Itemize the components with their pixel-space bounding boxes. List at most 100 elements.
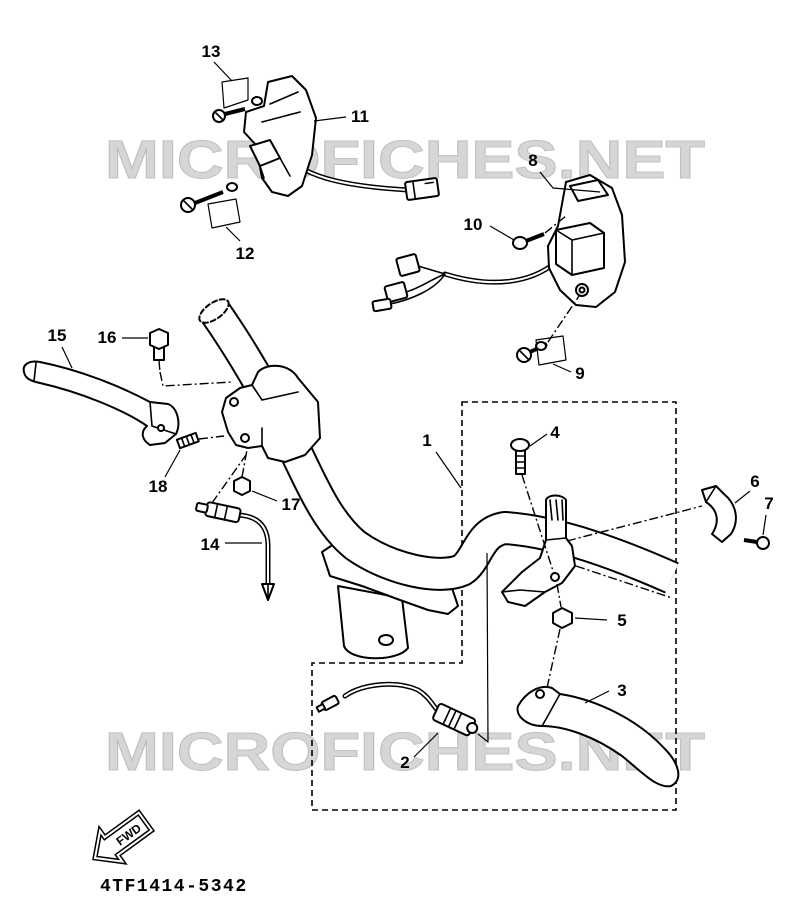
callout-8: 8 bbox=[528, 151, 537, 170]
callout-13: 13 bbox=[202, 42, 221, 61]
part-11-connector-detail bbox=[412, 180, 434, 200]
part-8-connector-a-body bbox=[395, 253, 421, 277]
leader-15 bbox=[61, 346, 73, 369]
callout-16: 16 bbox=[98, 328, 117, 347]
callout-5: 5 bbox=[617, 611, 626, 630]
leader-10 bbox=[489, 225, 515, 241]
part-16-bolt-thread bbox=[158, 360, 161, 373]
callout-2: 2 bbox=[400, 753, 409, 772]
leader-3 bbox=[584, 690, 610, 704]
callout-3: 3 bbox=[617, 681, 626, 700]
assembly-line-18 bbox=[198, 435, 225, 440]
part-3-pivot-hole bbox=[535, 689, 545, 699]
fwd-arrow-inner-line bbox=[93, 811, 154, 863]
part-16-bolt-head bbox=[149, 328, 169, 350]
right-lever-bracket bbox=[501, 494, 576, 607]
part-11-connector bbox=[404, 177, 440, 201]
part-7-screw-shank bbox=[743, 538, 758, 544]
callout-10: 10 bbox=[464, 215, 483, 234]
callout-13-bracket bbox=[221, 77, 249, 109]
stem-hole bbox=[378, 634, 394, 646]
watermark-top: MICROFICHES.NET bbox=[105, 130, 705, 190]
callout-12: 12 bbox=[236, 244, 255, 263]
left-housing-body bbox=[221, 364, 321, 463]
part-11-switch-assembly bbox=[243, 75, 440, 201]
assembly-line-6 bbox=[566, 505, 703, 542]
part-8-wire-branches bbox=[389, 265, 446, 305]
part-15-lever-body bbox=[22, 360, 180, 446]
part-8-connector-a bbox=[395, 253, 421, 277]
leader-7 bbox=[762, 514, 767, 536]
part-17-nut bbox=[233, 476, 251, 496]
part-12-screw-shank bbox=[194, 190, 224, 205]
assembly-line-16 bbox=[159, 371, 233, 387]
assembly-line-17 bbox=[241, 449, 248, 478]
part-8-connector-b-body bbox=[383, 281, 409, 303]
part-15-lever-detail bbox=[33, 362, 177, 435]
part-8-switch-assembly bbox=[371, 174, 626, 313]
leader-13 bbox=[213, 61, 233, 82]
callout-11: 11 bbox=[351, 107, 369, 126]
part-13-screw-slot bbox=[215, 112, 223, 120]
assembly-line-4 bbox=[521, 474, 555, 575]
part-6-clamp-edge bbox=[705, 485, 732, 543]
part-11-connector-body bbox=[404, 177, 440, 201]
part-15-lever bbox=[22, 360, 180, 446]
leader-1 bbox=[435, 451, 462, 489]
callout-14: 14 bbox=[201, 535, 220, 554]
callout-numbers: 1 2 3 4 5 6 7 8 9 10 11 12 13 14 15 16 1… bbox=[48, 42, 774, 772]
leader-4 bbox=[529, 433, 548, 447]
right-bracket-pivot bbox=[550, 572, 560, 582]
part-14-switch-case bbox=[204, 501, 242, 524]
part-14-switch-detail bbox=[213, 503, 229, 521]
diagram-code: 4TF1414-5342 bbox=[100, 877, 248, 897]
part-14-wire bbox=[235, 512, 271, 587]
part-8-switch-block-edges bbox=[555, 229, 605, 276]
callout-6: 6 bbox=[750, 472, 759, 491]
left-housing-detail bbox=[251, 384, 299, 447]
part-10-screw-head bbox=[512, 236, 528, 250]
part-13-washer bbox=[251, 96, 263, 106]
part-4-bolt-head bbox=[510, 438, 530, 452]
callout-4: 4 bbox=[550, 423, 560, 442]
right-bracket-detail bbox=[501, 499, 567, 593]
part-2-connector-tip bbox=[315, 703, 327, 713]
part-2-switch-plunger bbox=[466, 722, 479, 735]
part-7-screw-head bbox=[756, 536, 770, 550]
leader-12 bbox=[225, 226, 241, 242]
part-12-washer bbox=[226, 182, 238, 192]
callout-7: 7 bbox=[764, 494, 773, 513]
part-3-lever-detail bbox=[541, 693, 561, 727]
left-housing-hole-lower bbox=[240, 433, 250, 443]
part-10-screw-shank bbox=[525, 232, 545, 243]
part-13-screw bbox=[212, 96, 263, 123]
part-2-switch-body bbox=[432, 702, 479, 737]
part-16-bolt bbox=[149, 328, 169, 373]
assembly-line-14 bbox=[211, 454, 247, 504]
left-lever-housing bbox=[221, 364, 321, 463]
assembly-lines bbox=[159, 215, 703, 743]
assembly-line-3 bbox=[546, 628, 561, 689]
leader-8 bbox=[539, 171, 601, 193]
left-housing-hole-upper bbox=[229, 397, 239, 407]
callout-17: 17 bbox=[282, 495, 301, 514]
handlebar-end-cap-dashed bbox=[198, 298, 230, 324]
assembly-line-5 bbox=[556, 583, 562, 608]
part-14-switch-plunger bbox=[195, 502, 209, 514]
part-9-screw-slot bbox=[519, 350, 529, 360]
part-5-nut bbox=[552, 607, 573, 629]
callout-18: 18 bbox=[149, 477, 168, 496]
part-8-connector-b bbox=[383, 281, 409, 303]
part-18-screw-thread bbox=[180, 433, 195, 448]
assembly-line-10 bbox=[544, 215, 567, 234]
part-9-washer bbox=[535, 341, 547, 351]
part-13-screw-shank bbox=[224, 107, 246, 116]
leader-6 bbox=[734, 490, 751, 504]
part-8-connector-c-body bbox=[371, 297, 393, 313]
fwd-arrow: FWD bbox=[92, 809, 156, 865]
part-14-switch bbox=[195, 501, 275, 601]
leader-17 bbox=[251, 490, 278, 502]
part-6-clamp bbox=[701, 485, 737, 543]
part-14-switch-body bbox=[195, 501, 242, 524]
